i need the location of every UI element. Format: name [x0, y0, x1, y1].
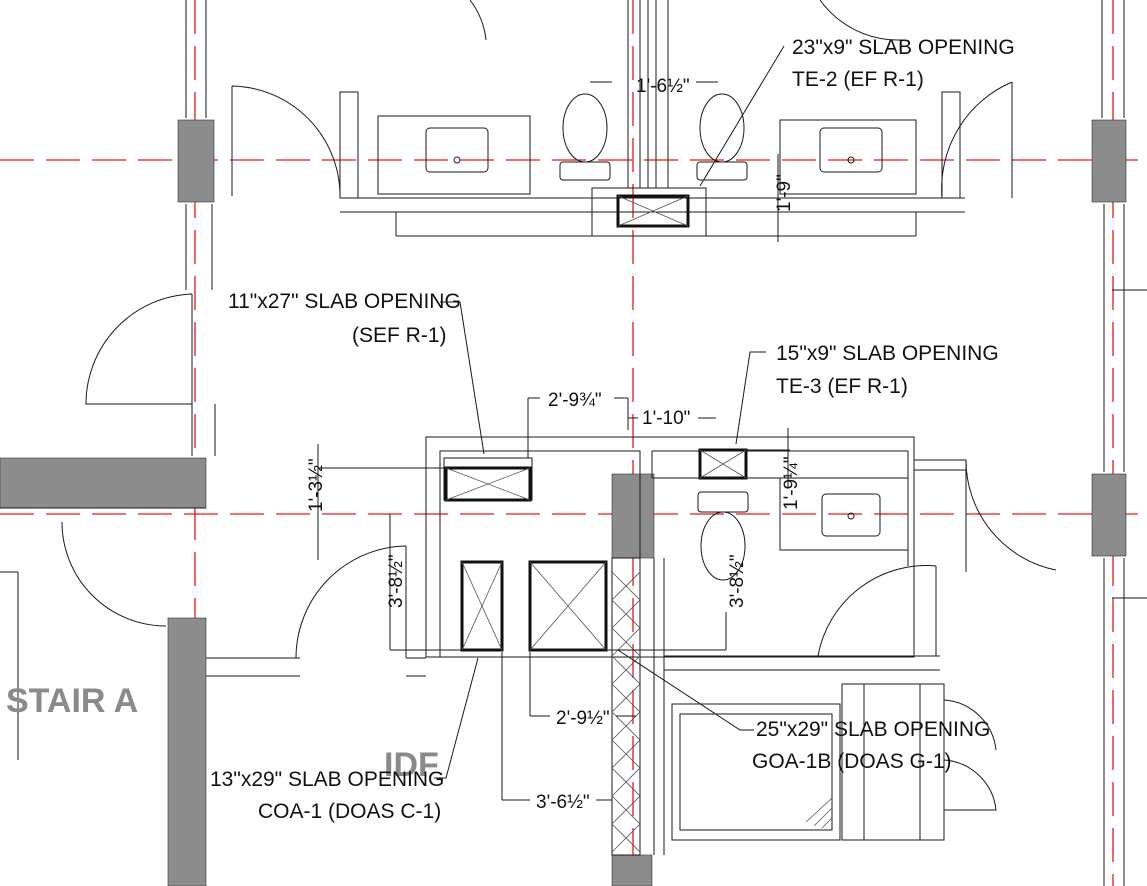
callout-sef-tag: (SEF R-1) — [352, 324, 447, 347]
hatched-wall — [611, 557, 641, 856]
dimension-left-vertical: 1'-3½" — [306, 458, 327, 512]
callout-coa-tag: COA-1 (DOAS C-1) — [258, 800, 441, 823]
dimension-bottom-low: 3'-6½" — [536, 792, 590, 813]
dimension-left-lower-vertical: 3'-8½" — [386, 554, 407, 608]
plumbing-fixtures — [377, 93, 945, 841]
dimension-mid-right: 1'-10" — [642, 408, 690, 429]
dimension-mid-left: 2'-9¾" — [548, 390, 602, 411]
callout-te3-size: 15"x9" SLAB OPENING — [776, 342, 999, 365]
slab-opening-goa — [528, 560, 608, 652]
callout-goa-size: 25"x29" SLAB OPENING — [756, 718, 990, 741]
slab-opening-sef — [444, 466, 532, 502]
dimension-top-vertical: 1'-9" — [774, 174, 795, 212]
room-label-stair: STAIR A — [6, 682, 138, 720]
slab-opening-coa — [460, 560, 504, 652]
callout-goa-tag: GOA-1B (DOAS G-1) — [752, 750, 952, 773]
door-swings — [61, 0, 1057, 811]
callout-te2-size: 23"x9" SLAB OPENING — [792, 36, 1015, 59]
callout-te3-tag: TE-3 (EF R-1) — [776, 375, 908, 398]
slab-openings — [443, 187, 748, 652]
callout-te2-tag: TE-2 (EF R-1) — [792, 68, 924, 91]
dimension-top-gap: 1'-6½" — [636, 76, 690, 97]
slab-opening-te3 — [698, 448, 748, 480]
callout-sef-size: 11"x27" SLAB OPENING — [228, 290, 461, 313]
dimension-lines — [317, 45, 1147, 801]
dimension-right-lower-vertical: 3'-8½" — [727, 554, 748, 608]
callout-coa-size: 13"x29" SLAB OPENING — [210, 768, 444, 791]
dimension-right-vertical: 1'-9¼" — [781, 456, 802, 510]
slab-opening-te2 — [616, 194, 690, 228]
structural-walls — [0, 119, 1127, 886]
dimension-bottom-mid: 2'-9½" — [556, 708, 610, 729]
room-label-idf: IDF — [384, 746, 439, 784]
